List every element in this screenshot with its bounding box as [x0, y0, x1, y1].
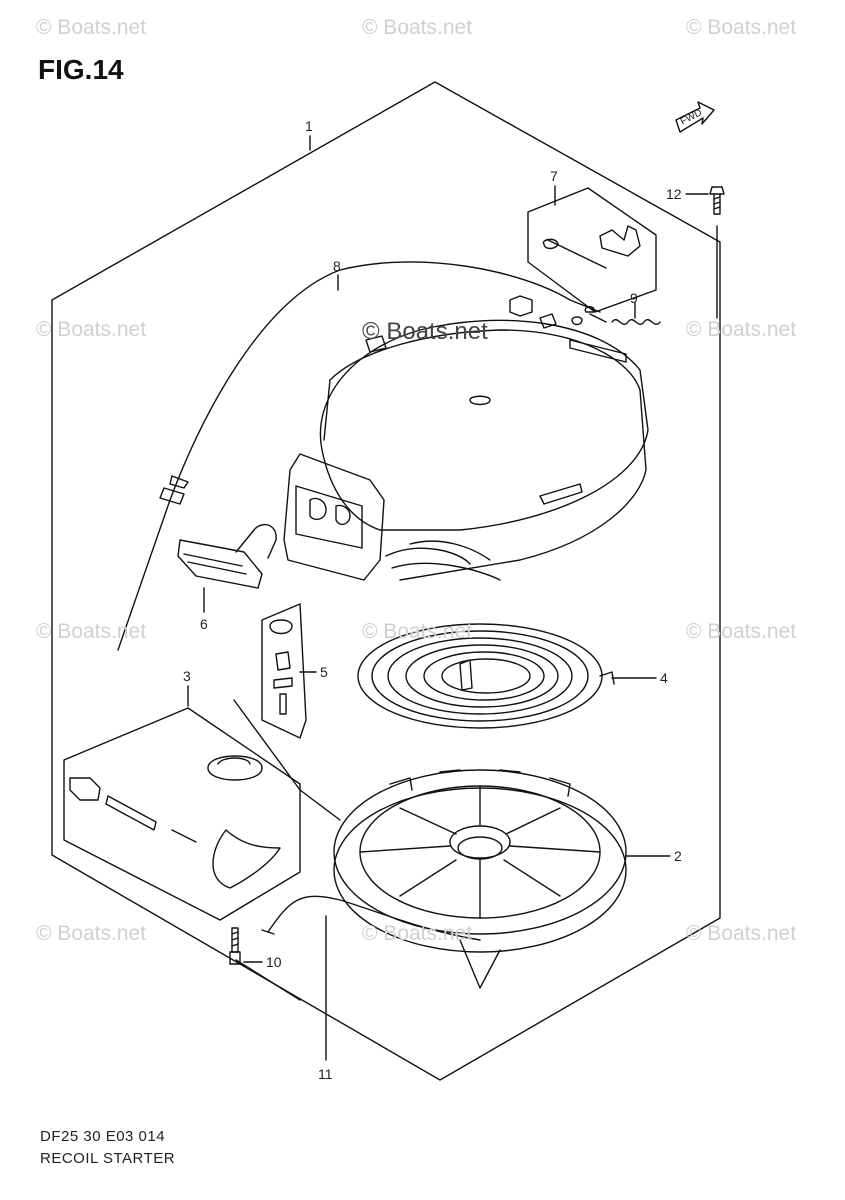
watermark: © Boats.net [362, 922, 473, 945]
kit-7-box [527, 187, 657, 313]
kit-3-parts [69, 755, 281, 889]
callout-3: 3 [183, 668, 191, 684]
leader-assembly-c [459, 939, 501, 989]
bolt-10-icon [229, 927, 241, 965]
figure-code: DF25 30 E03 014 [40, 1128, 166, 1145]
watermark: © Boats.net [36, 922, 147, 945]
leader-assembly-b [235, 959, 301, 1001]
figure-title: FIG.14 [38, 54, 124, 85]
kit-5-box [261, 603, 307, 739]
watermark: © Boats.net [686, 318, 797, 341]
watermark: © Boats.net [686, 620, 797, 643]
watermark: © Boats.net [686, 922, 797, 945]
callout-5: 5 [320, 664, 328, 680]
kit-7-parts [542, 225, 641, 269]
watermark: © Boats.net [36, 620, 147, 643]
leader-assembly-a [233, 699, 341, 821]
watermark: © Boats.net [686, 16, 797, 39]
spring-4-icon [357, 623, 615, 729]
kit-5-parts [269, 619, 293, 715]
callout-11: 11 [318, 1066, 333, 1082]
watermark: © Boats.net [362, 16, 473, 39]
center-watermark: © Boats.net [362, 318, 488, 345]
bolt-12-icon [709, 186, 725, 215]
assembly-outline [51, 81, 721, 1081]
rope-11 [267, 895, 481, 941]
callout-4: 4 [660, 670, 668, 686]
reel-2-icon [333, 769, 627, 953]
callout-8: 8 [333, 258, 341, 274]
callout-6: 6 [200, 616, 208, 632]
handle-6-icon [177, 523, 277, 589]
callout-12: 12 [666, 186, 682, 202]
figure-caption: RECOIL STARTER [40, 1150, 176, 1167]
callout-1: 1 [305, 118, 313, 134]
callout-9: 9 [630, 290, 638, 306]
fwd-arrow-icon [675, 101, 715, 133]
spring-9-icon [584, 306, 661, 325]
kit-3-box [63, 707, 301, 921]
cable-8 [117, 261, 601, 651]
callout-2: 2 [674, 848, 682, 864]
starter-housing [283, 295, 649, 581]
callout-7: 7 [550, 168, 558, 184]
callout-10: 10 [266, 954, 282, 970]
watermark: © Boats.net [36, 16, 147, 39]
watermark: © Boats.net [36, 318, 147, 341]
watermark: © Boats.net [362, 620, 473, 643]
